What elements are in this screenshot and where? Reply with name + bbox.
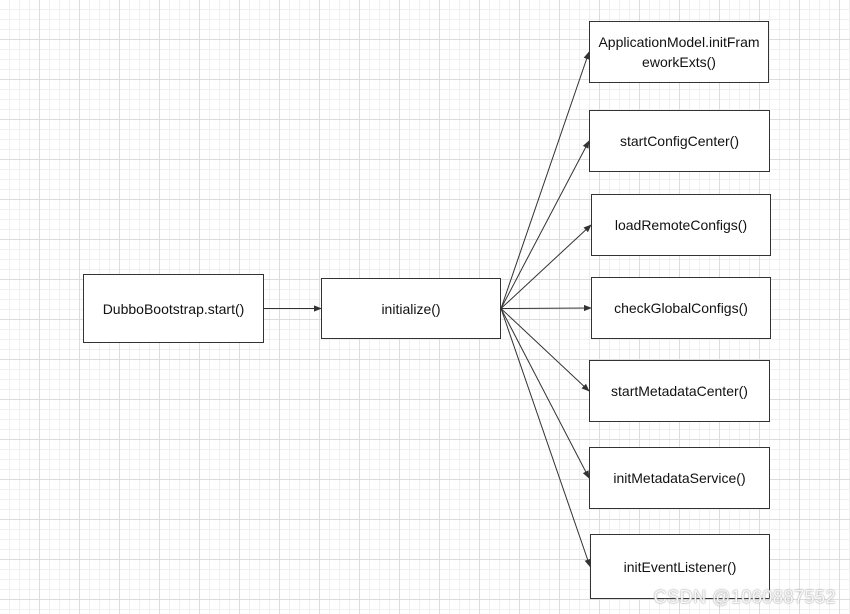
node-label: startMetadataCenter() (611, 383, 748, 399)
node-label: initEventListener() (623, 558, 737, 575)
arrow-n2-to-t6 (500, 308, 590, 479)
arrow-n2-to-t1 (500, 51, 590, 309)
node-dubbo-bootstrap-start[interactable]: DubboBootstrap.start() (83, 274, 264, 343)
node-start-metadata-center[interactable]: startMetadataCenter() (589, 360, 770, 422)
node-start-config-center[interactable]: startConfigCenter() (589, 110, 770, 172)
node-label: DubboBootstrap.start() (102, 300, 245, 317)
node-label: ApplicationModel.initFrameworkExts() (598, 34, 760, 70)
node-initialize[interactable]: initialize() (321, 278, 501, 339)
arrow-n2-to-t3 (500, 224, 592, 309)
node-label: initMetadataService() (613, 470, 746, 486)
node-load-remote-configs[interactable]: loadRemoteConfigs() (591, 194, 771, 256)
node-init-framework-exts[interactable]: ApplicationModel.initFrameworkExts() (589, 21, 769, 83)
node-init-event-listener[interactable]: initEventListener() (590, 534, 770, 599)
arrow-n2-to-t7 (500, 308, 591, 568)
arrow-n2-to-t4 (500, 304, 592, 312)
node-label: initialize() (381, 300, 441, 317)
node-label: checkGlobalConfigs() (614, 300, 748, 316)
node-check-global-configs[interactable]: checkGlobalConfigs() (591, 277, 771, 339)
node-label: loadRemoteConfigs() (614, 217, 748, 233)
arrow-n2-to-t5 (500, 308, 590, 392)
arrow-n2-to-t2 (500, 140, 590, 309)
node-init-metadata-service[interactable]: initMetadataService() (589, 447, 770, 509)
node-label: startConfigCenter() (619, 133, 740, 149)
watermark: CSDN @1060887552 (653, 587, 836, 607)
